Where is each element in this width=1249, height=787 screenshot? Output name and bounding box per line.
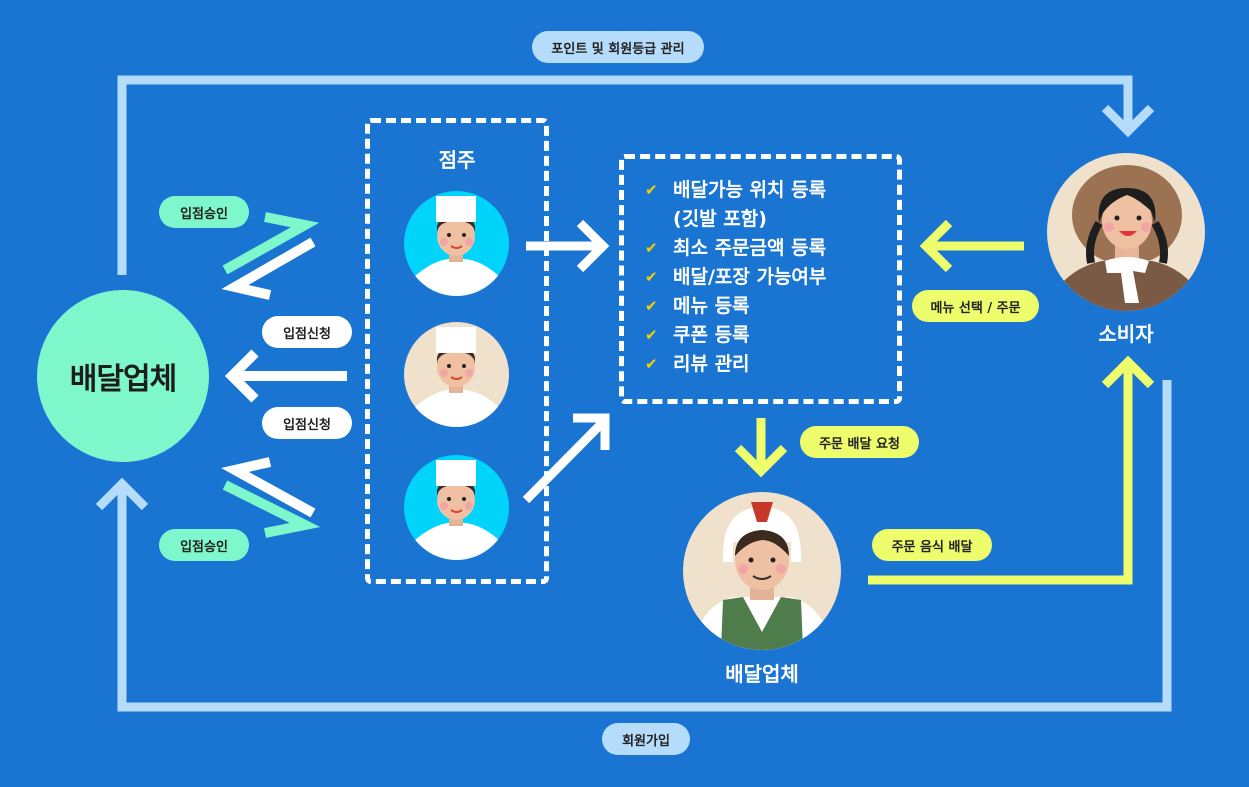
check-icon: ✔ — [645, 355, 658, 373]
apply-bottom-arrow — [221, 457, 316, 518]
consumer-title: 소비자 — [1098, 322, 1154, 346]
bottom-flow-line — [117, 380, 1172, 712]
feature-text: 배달가능 위치 등록 (깃발 포함) — [673, 179, 827, 230]
apply-top-arrow — [221, 237, 316, 300]
owner-to-features-arrowhead — [576, 219, 610, 273]
owner-to-features-diag-arrowhead — [573, 413, 610, 450]
check-icon: ✔ — [645, 297, 658, 315]
chef-illustration-icon — [404, 196, 509, 296]
platform-label: 배달업체 — [69, 362, 177, 397]
flow-label-apply-bottom: 입점신청 — [262, 407, 352, 439]
owner-to-features-diag-line — [522, 416, 609, 504]
flow-label-approve-top: 입점승인 — [159, 196, 249, 228]
owner-avatar-2 — [404, 322, 509, 427]
feature-text: 최소 주문금액 등록 — [673, 237, 827, 259]
feature-item: ✔ 메뉴 등록 — [645, 292, 826, 321]
top-flow-line — [117, 75, 1133, 275]
feature-text: 메뉴 등록 — [673, 295, 750, 317]
check-icon: ✔ — [645, 181, 658, 199]
feature-item: ✔ 배달/포장 가능여부 — [645, 263, 826, 292]
apply-main-arrowhead — [224, 349, 259, 403]
consumer-avatar — [1047, 153, 1205, 311]
feature-text: 배달/포장 가능여부 — [673, 266, 827, 288]
courier-title: 배달업체 — [725, 662, 799, 686]
top-flow-arrowhead — [1101, 104, 1155, 138]
food-delivery-arrowhead — [1101, 355, 1155, 389]
consumer-illustration-icon — [1047, 165, 1205, 311]
feature-item: ✔ 최소 주문금액 등록 — [645, 234, 826, 263]
flow-label-menu-order: 메뉴 선택 / 주문 — [912, 290, 1039, 322]
feature-text: 쿠폰 등록 — [673, 324, 750, 346]
owners-title: 점주 — [438, 148, 476, 172]
courier-avatar — [683, 492, 841, 650]
feature-text: 리뷰 관리 — [673, 353, 750, 375]
check-icon: ✔ — [645, 326, 658, 344]
order-arrowhead — [919, 219, 953, 273]
feature-item: ✔ 배달가능 위치 등록 (깃발 포함) — [645, 176, 826, 234]
delivery-request-arrowhead — [734, 444, 788, 478]
flow-label-approve-bottom: 입점승인 — [159, 529, 249, 561]
food-delivery-line — [868, 363, 1133, 585]
check-icon: ✔ — [645, 239, 658, 257]
approve-bottom-arrow — [222, 480, 321, 538]
owner-features-list: ✔ 배달가능 위치 등록 (깃발 포함) ✔ 최소 주문금액 등록 ✔ 배달/포장 가… — [645, 176, 826, 379]
flow-label-points-membership: 포인트 및 회원등급 관리 — [532, 31, 704, 63]
feature-item: ✔ 쿠폰 등록 — [645, 321, 826, 350]
courier-illustration-icon — [693, 502, 831, 650]
approve-top-arrow — [222, 212, 320, 275]
feature-item: ✔ 리뷰 관리 — [645, 350, 826, 379]
chef-illustration-icon — [404, 327, 509, 427]
owner-avatar-3 — [404, 455, 509, 560]
platform-node: 배달업체 — [37, 290, 209, 462]
flow-label-food-delivery: 주문 음식 배달 — [872, 529, 992, 561]
chef-illustration-icon — [404, 460, 509, 560]
owners-group — [365, 118, 549, 584]
owner-features-group — [619, 154, 902, 404]
flow-label-delivery-request: 주문 배달 요청 — [800, 426, 919, 458]
bottom-flow-arrowhead — [95, 477, 149, 511]
flow-label-apply-top: 입점신청 — [262, 316, 352, 348]
owner-avatar-1 — [404, 191, 509, 296]
flow-label-signup: 회원가입 — [602, 723, 690, 755]
check-icon: ✔ — [645, 268, 658, 286]
